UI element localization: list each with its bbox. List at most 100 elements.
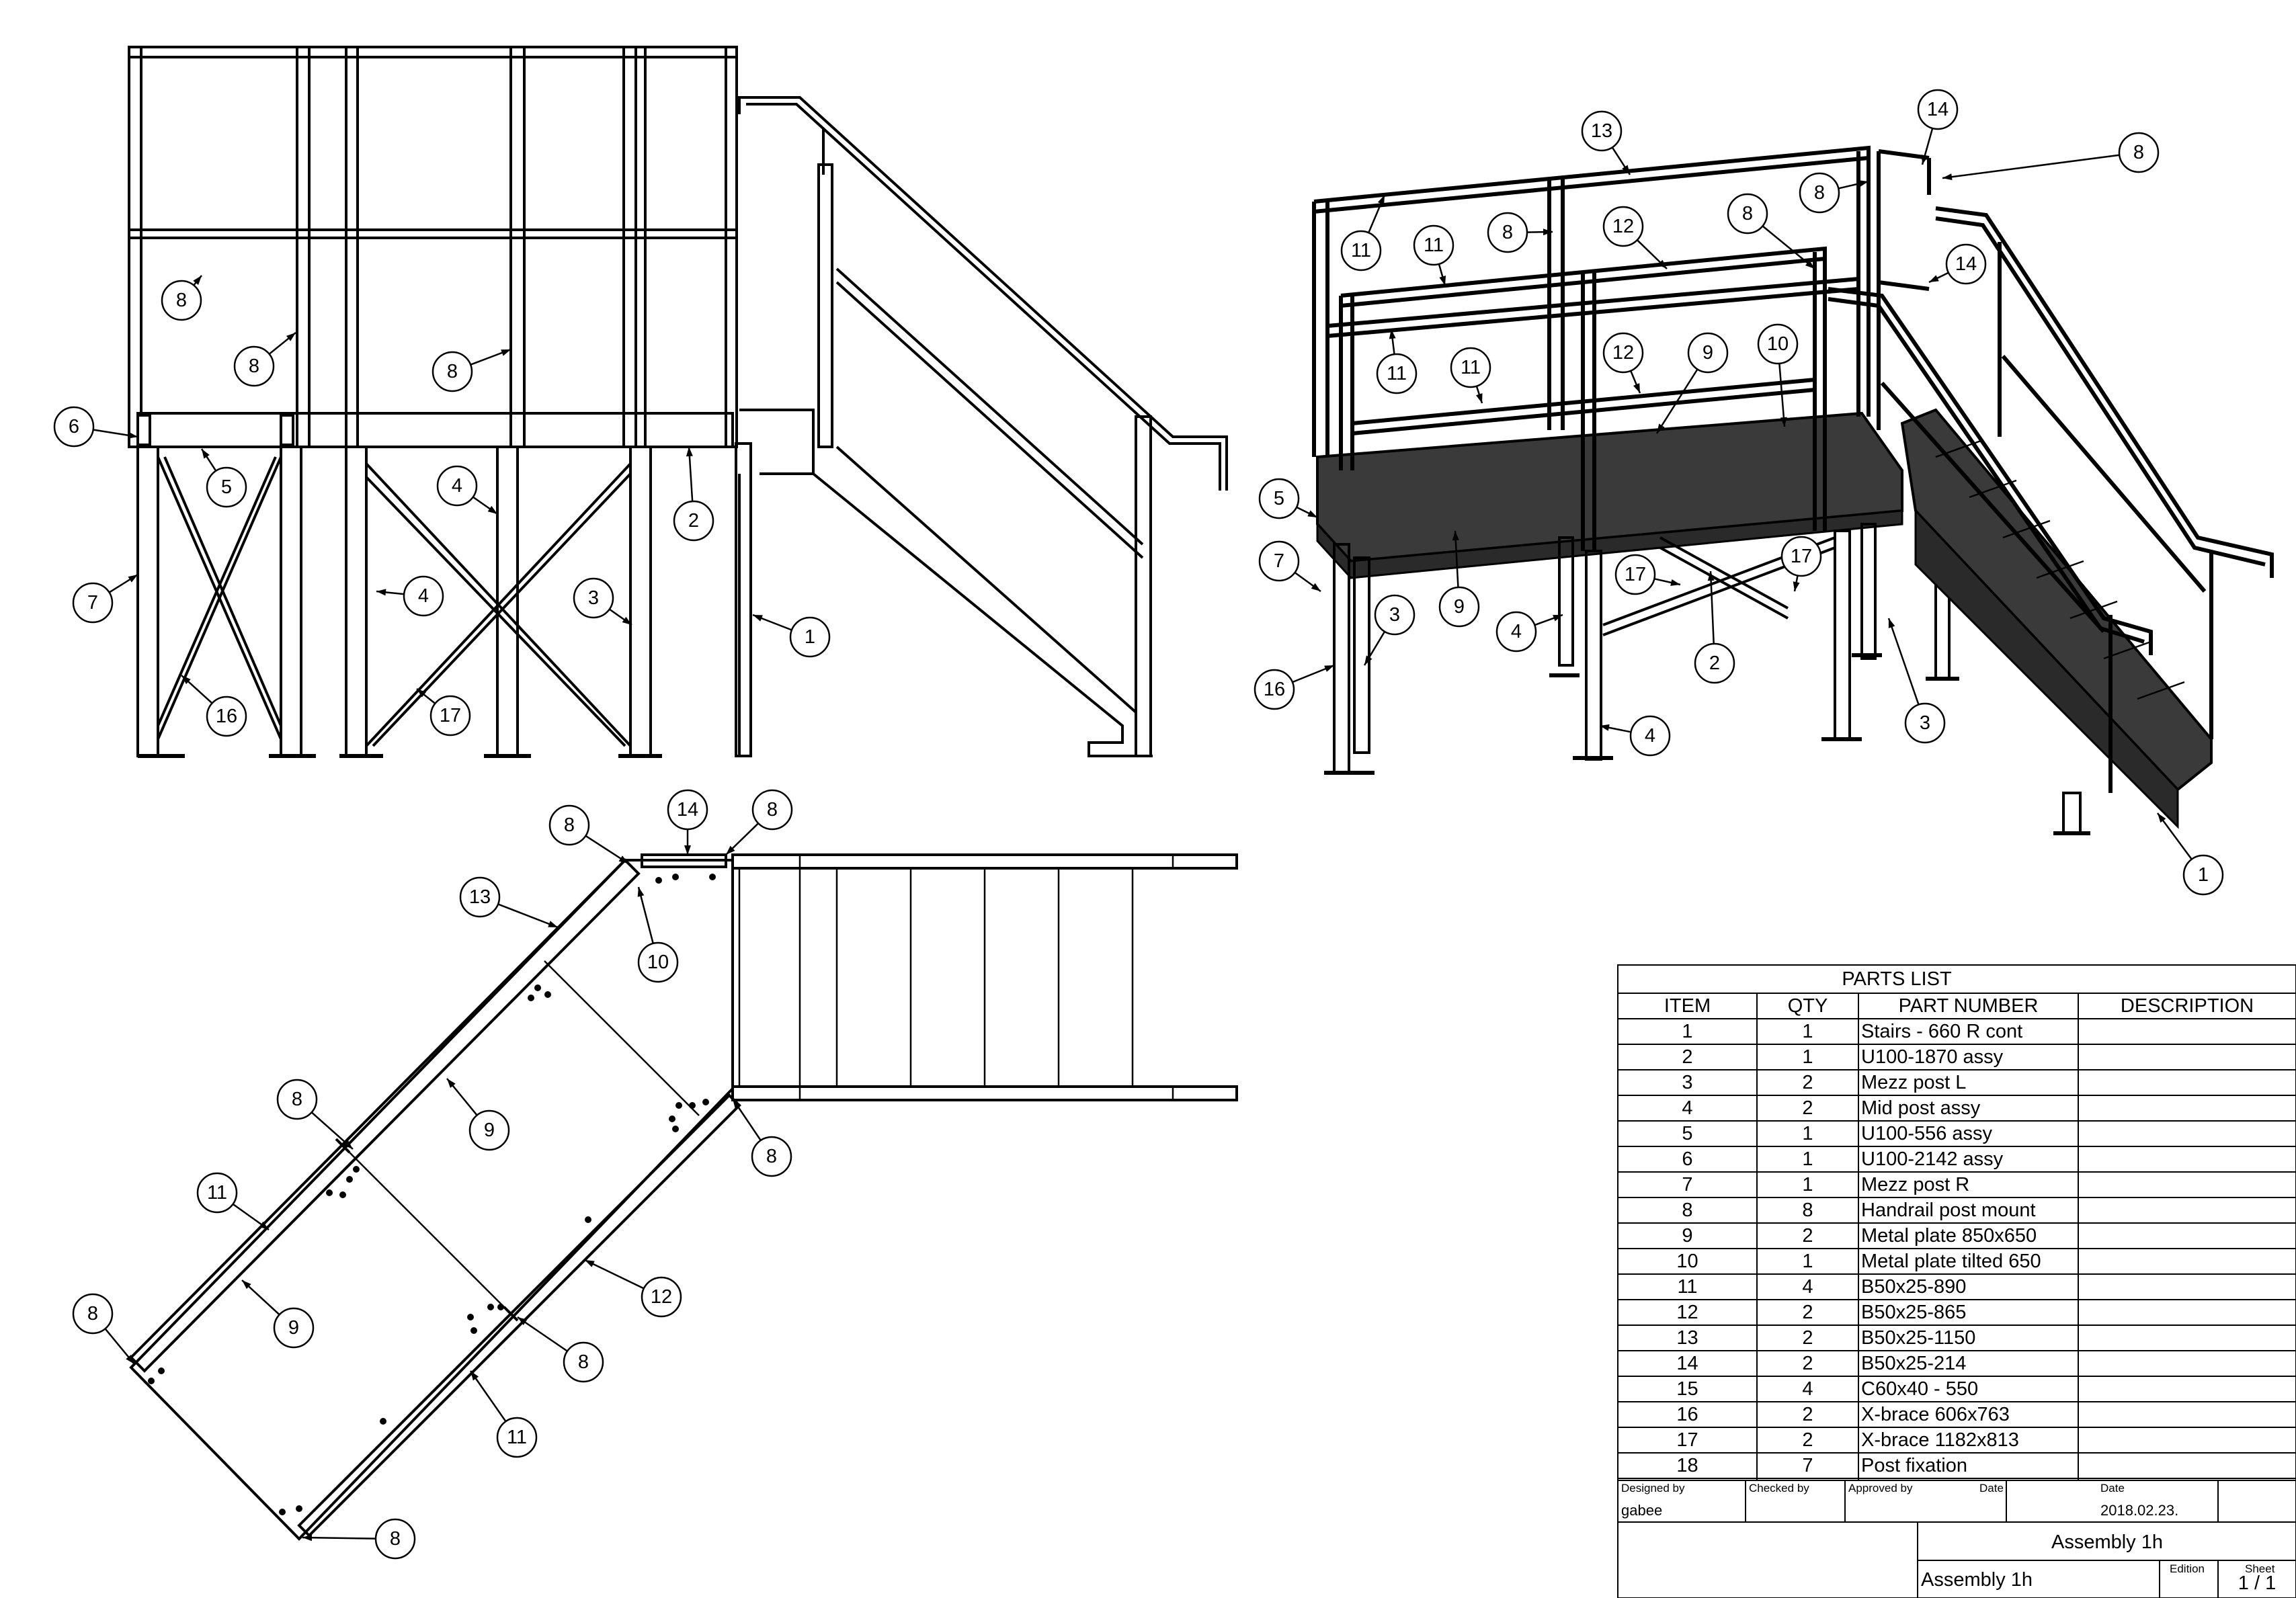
item-balloon-label: 9 — [1703, 342, 1713, 364]
item-balloon-label: 17 — [440, 705, 461, 726]
item-balloon: 8 — [751, 1136, 792, 1177]
item-balloon-label: 8 — [578, 1351, 589, 1373]
parts-list-column-header: DESCRIPTION — [2121, 995, 2254, 1017]
callout-arrowhead — [259, 1221, 269, 1230]
item-balloon: 17 — [429, 695, 471, 737]
item-balloon: 11 — [1413, 224, 1454, 266]
callout-arrowhead — [1452, 531, 1459, 541]
item-balloon-label: 4 — [1645, 725, 1655, 747]
sheet-label: Sheet — [2245, 1562, 2275, 1575]
item-balloon: 8 — [276, 1079, 318, 1120]
callout-leader — [1655, 368, 1698, 434]
callout-arrowhead — [1439, 276, 1446, 286]
item-balloon: 6 — [53, 406, 95, 448]
item-balloon: 9 — [468, 1109, 510, 1151]
callout-leader — [1942, 154, 2120, 179]
item-number-cell: 2 — [1682, 1046, 1692, 1068]
approval-date-label: Date — [1979, 1482, 2004, 1495]
item-balloon-label: 4 — [452, 475, 462, 497]
item-balloon-label: 14 — [1927, 99, 1949, 120]
item-balloon: 12 — [641, 1276, 682, 1318]
designed-by-label: Designed by — [1621, 1482, 1685, 1495]
callout-arrowhead — [126, 1355, 134, 1364]
item-balloon-label: 3 — [588, 587, 599, 609]
item-balloon: 5 — [206, 466, 247, 508]
item-balloon: 16 — [206, 696, 247, 737]
callout-leader — [1709, 571, 1715, 644]
item-balloon-label: 17 — [1791, 546, 1812, 567]
callout-leader — [1887, 618, 1920, 706]
parts-list-title: PARTS LIST — [1842, 968, 1952, 990]
item-balloon-label: 13 — [1591, 120, 1612, 142]
item-balloon: 8 — [1799, 172, 1840, 214]
quantity-cell: 2 — [1802, 1072, 1813, 1093]
item-balloon: 14 — [667, 789, 708, 831]
item-number-cell: 16 — [1676, 1404, 1698, 1425]
callout-arrowhead — [1707, 571, 1715, 581]
item-balloon-label: 13 — [469, 886, 491, 908]
item-balloon-label: 4 — [418, 585, 429, 607]
item-balloon: 9 — [1687, 332, 1729, 374]
part-number-cell: X-brace 1182x813 — [1861, 1429, 2019, 1451]
quantity-cell: 8 — [1802, 1200, 1813, 1221]
sheet-number: 1 / 1 — [2238, 1572, 2276, 1594]
quantity-cell: 2 — [1802, 1225, 1813, 1247]
item-balloon: 17 — [1614, 554, 1656, 595]
callout-arrowhead — [1307, 510, 1317, 517]
part-number-cell: Metal plate tilted 650 — [1861, 1251, 2041, 1272]
item-number-cell: 4 — [1682, 1097, 1692, 1119]
callout-arrowhead — [2158, 813, 2166, 823]
item-balloon-label: 8 — [447, 361, 458, 382]
callout-leader — [584, 1259, 645, 1290]
callout-arrowhead — [470, 1371, 479, 1381]
item-balloon: 13 — [1581, 110, 1623, 152]
item-balloon: 8 — [432, 351, 473, 392]
quantity-cell: 2 — [1802, 1327, 1813, 1349]
item-balloon-label: 7 — [1274, 550, 1284, 572]
approved-by-label: Approved by — [1848, 1482, 1913, 1495]
item-balloon: 7 — [72, 582, 114, 624]
item-balloon: 1 — [2182, 854, 2224, 896]
callout-arrowhead — [487, 505, 497, 514]
item-balloon: 8 — [161, 280, 202, 321]
callout-arrowhead — [1600, 724, 1610, 731]
quantity-cell: 2 — [1802, 1302, 1813, 1323]
item-balloon: 14 — [1917, 89, 1959, 130]
quantity-cell: 1 — [1802, 1148, 1813, 1170]
item-balloon-label: 14 — [1955, 253, 1977, 275]
callout-leader — [302, 1536, 376, 1540]
item-balloon-label: 14 — [677, 799, 698, 821]
callout-leader — [517, 1316, 568, 1352]
item-balloon: 16 — [1254, 669, 1295, 710]
checked-by-label: Checked by — [1749, 1482, 1809, 1495]
item-balloon-label: 7 — [87, 592, 98, 614]
date-label: Date — [2100, 1482, 2125, 1495]
item-number-cell: 13 — [1676, 1327, 1698, 1349]
item-number-cell: 1 — [1682, 1021, 1692, 1042]
item-balloon: 8 — [374, 1518, 416, 1560]
item-number-cell: 14 — [1676, 1353, 1698, 1374]
part-number-cell: B50x25-865 — [1861, 1302, 1966, 1323]
item-balloon: 8 — [2118, 132, 2160, 173]
item-balloon-label: 8 — [766, 1146, 777, 1167]
quantity-cell: 4 — [1802, 1378, 1813, 1400]
edition-label: Edition — [2170, 1562, 2205, 1575]
item-balloon: 9 — [273, 1307, 315, 1349]
item-balloon: 8 — [72, 1293, 114, 1335]
item-balloon: 8 — [563, 1341, 604, 1383]
item-balloon-label: 8 — [1814, 182, 1825, 204]
item-balloon-label: 11 — [1351, 240, 1371, 261]
callout-leader — [1454, 530, 1459, 588]
item-number-cell: 5 — [1682, 1123, 1692, 1144]
callout-arrowhead — [1364, 655, 1372, 665]
item-balloon-label: 17 — [1625, 564, 1646, 585]
item-number-cell: 17 — [1676, 1429, 1698, 1451]
